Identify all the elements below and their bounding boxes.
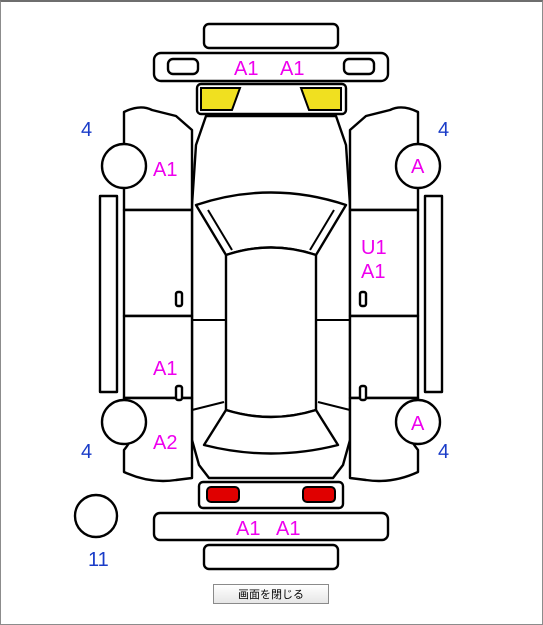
mark-right-front-fender: A — [411, 156, 425, 178]
front-bumper — [152, 51, 390, 83]
right-side-sill — [423, 194, 444, 394]
right-c-pillar — [317, 401, 351, 411]
rear-window — [202, 408, 340, 455]
right-front-door-handle — [358, 290, 368, 308]
rear-right-tire — [394, 398, 442, 446]
mark-left-rear-door: A1 — [153, 358, 177, 380]
right-a-pillar — [309, 209, 335, 251]
mark-right-front-door-2: A1 — [361, 261, 385, 283]
front-right-tire — [394, 142, 442, 190]
left-headlight — [200, 87, 242, 111]
front-left-fog-lamp — [166, 57, 200, 76]
front-right-fog-lamp — [342, 57, 376, 76]
rear-bumper — [152, 511, 390, 542]
tire-depth-rear-right: 4 — [438, 441, 449, 463]
mark-right-front-door-1: U1 — [361, 237, 387, 259]
left-tail-lamp — [206, 486, 240, 503]
tire-depth-front-right: 4 — [438, 119, 449, 141]
spare-tire — [73, 493, 119, 539]
mark-left-rear-fender: A2 — [153, 432, 177, 454]
left-front-door-handle — [174, 290, 184, 308]
right-tail-lamp — [302, 486, 336, 503]
tire-depth-front-left: 4 — [81, 119, 92, 141]
tire-depth-spare: 11 — [88, 549, 109, 571]
right-rear-door-handle — [358, 384, 368, 402]
right-headlight — [299, 87, 342, 111]
left-c-pillar — [191, 401, 225, 411]
mark-right-rear-fender: A — [411, 413, 425, 435]
left-a-pillar — [207, 209, 233, 251]
left-side-sill — [98, 194, 119, 394]
mark-left-front-fender: A1 — [153, 159, 177, 181]
left-rear-door-handle — [174, 384, 184, 402]
roof — [224, 246, 318, 419]
front-bumper-top — [202, 22, 340, 50]
front-left-tire — [100, 142, 148, 190]
tire-depth-rear-left: 4 — [81, 441, 92, 463]
rear-bumper-bottom — [202, 543, 340, 571]
mark-front-bumper-right: A1 — [280, 58, 304, 80]
mark-front-bumper-left: A1 — [234, 58, 258, 80]
mark-rear-bumper-right: A1 — [276, 518, 300, 540]
close-screen-button[interactable]: 画面を閉じる — [213, 584, 329, 604]
mark-rear-bumper-left: A1 — [236, 518, 260, 540]
rear-left-tire — [100, 398, 148, 446]
